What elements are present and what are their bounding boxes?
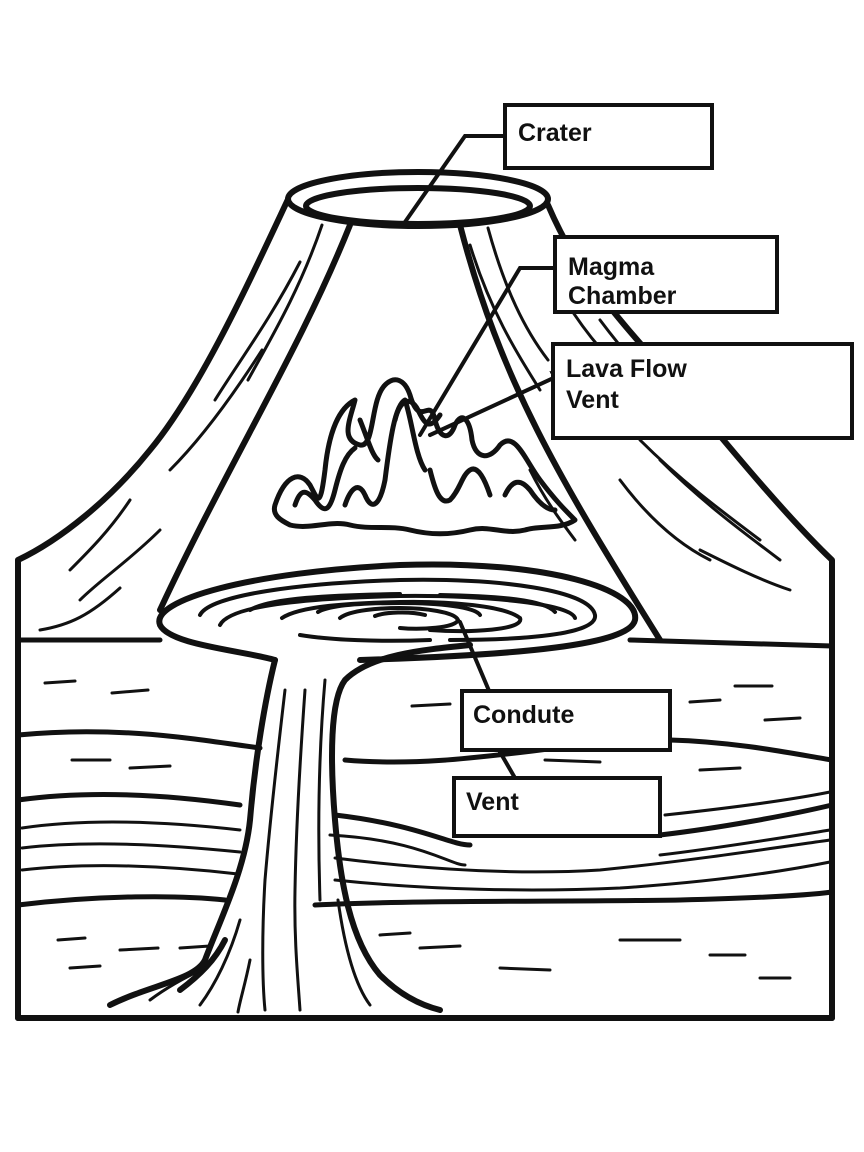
vent-leader — [498, 750, 517, 780]
inner-left-wall — [157, 222, 353, 613]
strata-line-2 — [15, 792, 835, 848]
lava-flow-vent-leader — [428, 371, 568, 437]
label-box — [551, 342, 854, 440]
label-box — [503, 103, 714, 170]
crater-leader — [403, 134, 507, 224]
svg-text:Lava Flow: Lava Flow — [566, 355, 687, 383]
label-crater: Crater — [503, 103, 714, 170]
strata-dashes — [43, 679, 802, 980]
strata-thin-lines — [20, 790, 832, 892]
label-box — [460, 689, 672, 752]
svg-text:Magma: Magma — [568, 253, 655, 281]
magma-chamber-swirl — [156, 561, 639, 663]
cone-left-slope — [15, 192, 293, 1021]
strata-line-1 — [15, 729, 835, 765]
label-box — [452, 776, 662, 838]
svg-text:Vent: Vent — [466, 788, 519, 816]
ground-surface-line — [15, 637, 835, 649]
label-condute: Condute — [460, 689, 672, 752]
svg-text:Vent: Vent — [566, 386, 619, 414]
svg-text:Chamber: Chamber — [568, 282, 677, 310]
crater-rim — [285, 169, 551, 229]
strata-line-3 — [15, 889, 835, 908]
lava-plume — [271, 377, 578, 537]
conduit-flow-lines — [148, 678, 372, 1014]
magma-chamber-leader — [418, 266, 557, 437]
label-lava-flow-vent: Lava Flow Vent — [551, 342, 854, 440]
inner-right-wall — [457, 222, 663, 643]
svg-text:Crater: Crater — [518, 119, 592, 147]
svg-text:Condute: Condute — [473, 701, 574, 729]
ground-layers — [15, 637, 835, 908]
magma-conduit — [107, 642, 473, 1013]
label-box — [553, 235, 779, 314]
label-magma-chamber: Magma Chamber — [553, 235, 779, 314]
label-vent: Vent — [452, 776, 662, 838]
